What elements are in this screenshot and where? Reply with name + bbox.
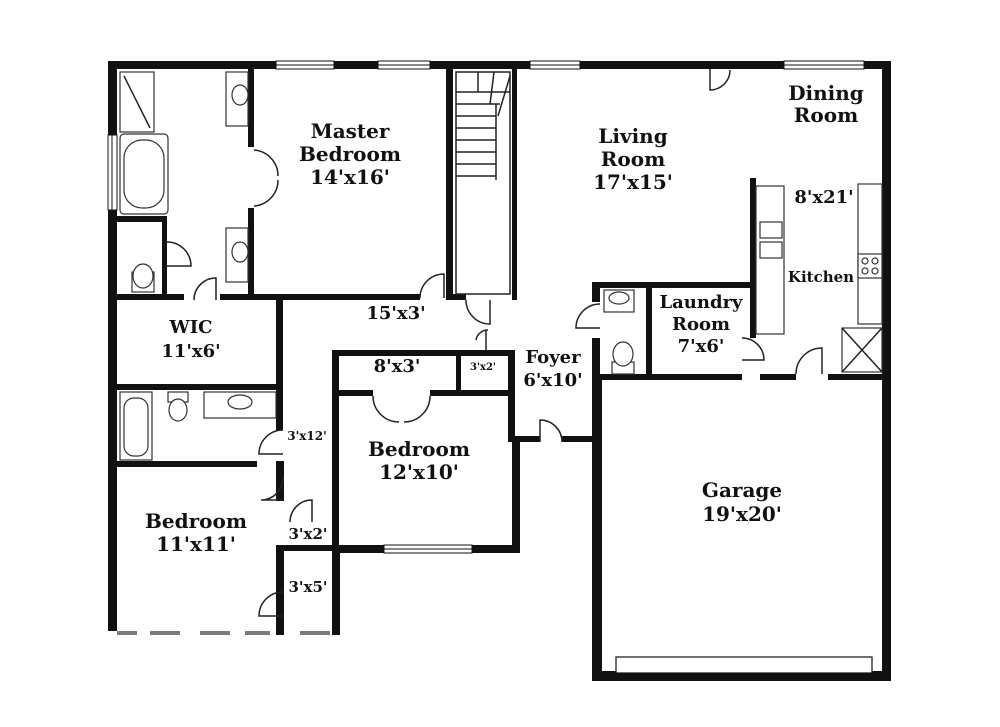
half-bath-fixtures [603, 289, 635, 375]
bedroom-center-name: Bedroom [368, 437, 470, 461]
bedroom-left-name: Bedroom [145, 509, 247, 533]
foyer-name: Foyer [525, 347, 581, 368]
room-labels: Master Bedroom 14'x16' Living Room 17'x1… [145, 81, 864, 596]
wic-size: 11'x6' [161, 341, 220, 362]
closet-8x3-size: 8'x3' [374, 356, 421, 377]
living-room-size: 17'x15' [593, 170, 673, 194]
hall-3x12-size: 3'x12' [287, 429, 327, 443]
laundry-room-name-1: Laundry [659, 292, 743, 313]
laundry-room-name-2: Room [672, 314, 730, 335]
living-room-name-1: Living [598, 124, 667, 148]
living-room-name-2: Room [601, 147, 665, 171]
wic-name: WIC [169, 317, 213, 338]
bedroom-left-size: 11'x11' [156, 532, 236, 556]
bedroom-center-size: 12'x10' [379, 460, 459, 484]
closet-3x2-small-size: 3'x2' [470, 362, 496, 373]
closet-3x5-size: 3'x5' [288, 578, 327, 596]
dining-room-name-2: Room [794, 103, 858, 127]
interior-walls [117, 69, 882, 620]
doors [166, 69, 823, 617]
foyer-size: 6'x10' [523, 370, 582, 391]
cropped-wall-fragments [117, 631, 330, 635]
master-bedroom-size: 14'x16' [310, 165, 390, 189]
dining-room-name-1: Dining [788, 81, 864, 105]
master-bath-fixtures [119, 71, 249, 293]
garage-size: 19'x20' [702, 502, 782, 526]
kitchen-size: 8'x21' [794, 187, 853, 208]
exterior-walls [108, 61, 891, 681]
hall-bath-fixtures [119, 391, 277, 461]
kitchen-name: Kitchen [788, 268, 854, 286]
garage-name: Garage [702, 478, 782, 502]
windows [107, 60, 873, 674]
staircase [455, 71, 511, 295]
kitchen-fixtures [755, 183, 883, 373]
master-bedroom-name-1: Master [311, 119, 390, 143]
closet-3x2-size: 3'x2' [288, 525, 327, 543]
hall-main-size: 15'x3' [366, 303, 425, 324]
laundry-room-size: 7'x6' [678, 336, 725, 357]
master-bedroom-name-2: Bedroom [299, 142, 401, 166]
